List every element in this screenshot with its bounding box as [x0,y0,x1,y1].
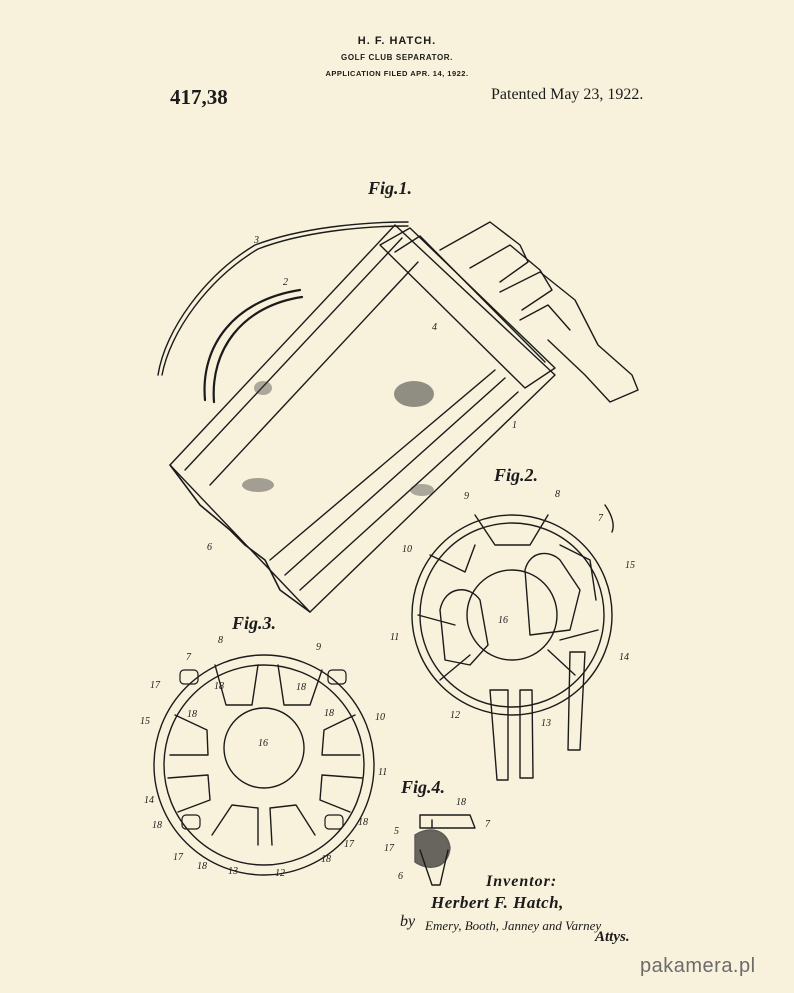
fig1-label: Fig.1. [368,178,413,198]
svg-text:13: 13 [228,866,238,877]
reference-numerals: 3 2 4 1 6 9 8 7 10 15 16 11 14 12 13 8 9… [140,235,635,882]
svg-text:4: 4 [432,322,437,333]
fig1-drawing [157,221,639,613]
svg-text:5: 5 [394,826,399,837]
svg-text:16: 16 [498,615,508,626]
fig4-drawing [414,814,476,886]
svg-text:10: 10 [375,712,385,723]
inventor-label: Inventor: [486,873,558,890]
inventor-signature: Herbert F. Hatch, [431,893,564,912]
svg-text:7: 7 [485,819,491,830]
svg-text:18: 18 [324,708,334,719]
svg-text:6: 6 [207,542,212,553]
svg-text:18: 18 [197,861,207,872]
svg-text:17: 17 [150,680,161,691]
svg-text:18: 18 [358,817,368,828]
svg-text:15: 15 [140,716,150,727]
svg-text:9: 9 [316,642,321,653]
fig4-label: Fig.4. [401,777,446,797]
svg-text:18: 18 [214,681,224,692]
watermark: pakamera.pl [640,955,756,977]
filing-date: APPLICATION FILED APR. 14, 1922. [325,69,469,78]
svg-text:7: 7 [598,513,604,524]
svg-text:3: 3 [253,235,259,246]
svg-text:12: 12 [275,868,285,879]
patent-title: GOLF CLUB SEPARATOR. [341,53,453,62]
patent-number: 417,38 [170,85,228,109]
svg-text:11: 11 [390,632,399,643]
attys-label: Attys. [595,929,630,945]
patented-date: Patented May 23, 1922. [491,86,644,103]
svg-text:14: 14 [619,652,629,663]
fig2-label: Fig.2. [494,465,539,485]
svg-text:15: 15 [625,560,635,571]
svg-text:17: 17 [173,852,184,863]
svg-text:18: 18 [321,854,331,865]
svg-text:13: 13 [541,718,551,729]
svg-text:6: 6 [398,871,403,882]
svg-text:18: 18 [187,709,197,720]
svg-text:1: 1 [512,420,517,431]
inventor-header: H. F. HATCH. [357,35,437,47]
fig3-label: Fig.3. [232,613,277,633]
svg-text:11: 11 [378,767,387,778]
svg-text:18: 18 [152,820,162,831]
svg-text:2: 2 [283,277,288,288]
svg-text:16: 16 [258,738,268,749]
svg-text:8: 8 [555,489,560,500]
svg-text:12: 12 [450,710,460,721]
svg-text:10: 10 [402,544,412,555]
svg-text:17: 17 [344,839,355,850]
svg-text:7: 7 [186,652,192,663]
svg-text:17: 17 [384,843,395,854]
svg-text:9: 9 [464,491,469,502]
svg-text:8: 8 [218,635,223,646]
attorneys-signature: Emery, Booth, Janney and Varney [425,918,602,933]
svg-text:18: 18 [456,797,466,808]
svg-text:18: 18 [296,682,306,693]
by-label: by [400,913,416,930]
fig3-drawing [153,654,375,876]
fig2-drawing [411,504,614,781]
svg-text:14: 14 [144,795,154,806]
